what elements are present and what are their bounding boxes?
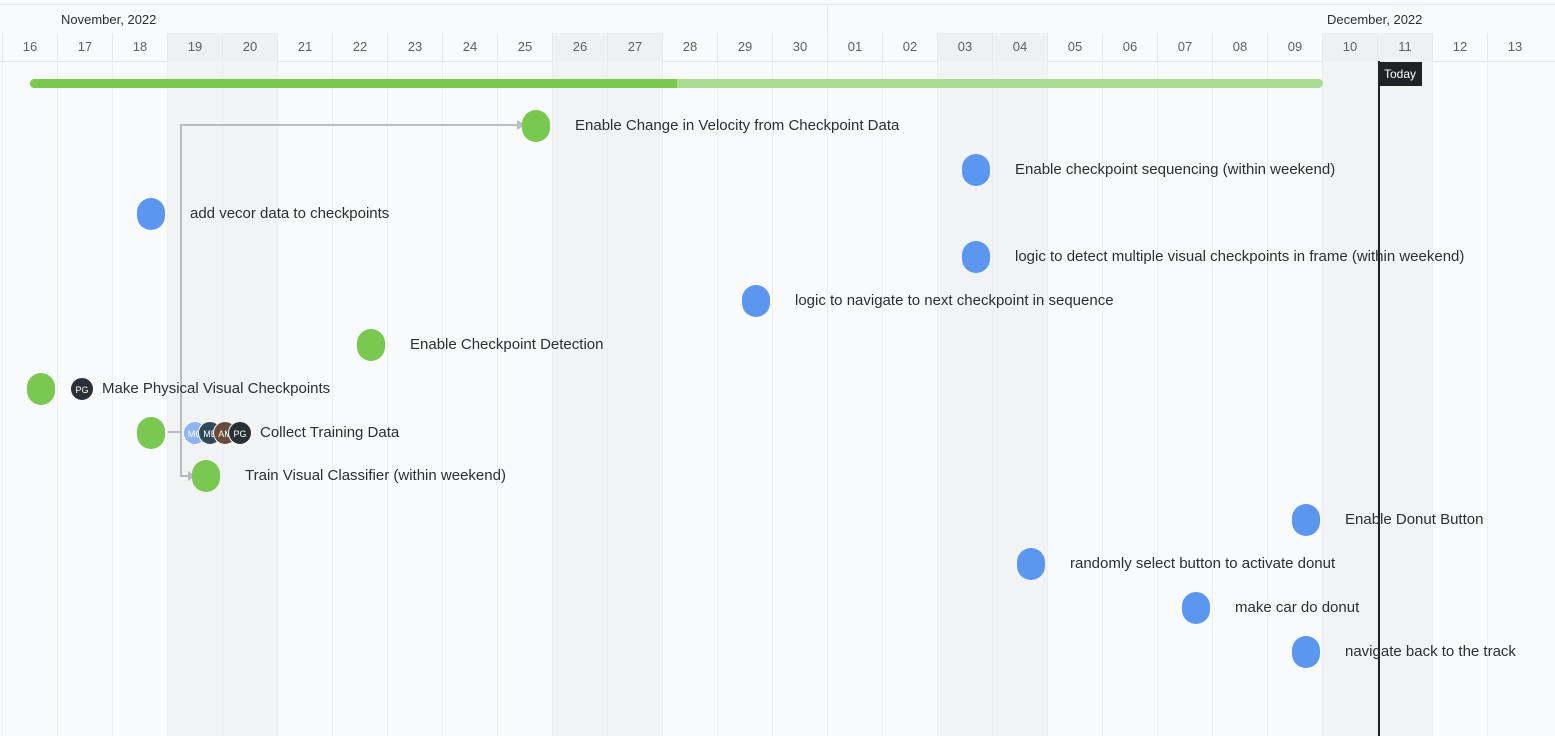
grid-column — [222, 61, 277, 736]
grid-column — [387, 61, 442, 736]
dependency-line — [180, 475, 188, 477]
task-label[interactable]: add vecor data to checkpoints — [190, 205, 390, 222]
task-label[interactable]: logic to detect multiple visual checkpoi… — [1015, 248, 1465, 265]
task-milestone[interactable] — [1292, 636, 1320, 668]
day-cell: 17 — [57, 33, 112, 61]
dependency-arrowhead — [517, 120, 525, 130]
grid-column — [112, 61, 167, 736]
day-cell: 30 — [772, 33, 827, 61]
task-milestone[interactable] — [962, 154, 990, 186]
grid-column — [717, 61, 772, 736]
day-cell: 10 — [1322, 33, 1377, 61]
grid-column — [1267, 61, 1322, 736]
task-label[interactable]: Enable Checkpoint Detection — [410, 336, 604, 353]
grid-column — [1212, 61, 1267, 736]
grid-column — [552, 61, 607, 736]
day-cell: 20 — [222, 33, 277, 61]
day-cell: 13 — [1487, 33, 1542, 61]
day-cell: 21 — [277, 33, 332, 61]
dependency-line — [180, 124, 182, 477]
day-cell: 25 — [497, 33, 552, 61]
task-label[interactable]: logic to navigate to next checkpoint in … — [795, 292, 1114, 309]
day-cell: 03 — [937, 33, 992, 61]
grid-column — [1102, 61, 1157, 736]
task-label[interactable]: randomly select button to activate donut — [1070, 555, 1336, 572]
grid-column — [1047, 61, 1102, 736]
grid-column — [1432, 61, 1487, 736]
day-cell: 28 — [662, 33, 717, 61]
task-label[interactable]: Make Physical Visual Checkpoints — [102, 380, 331, 397]
grid-column — [497, 61, 552, 736]
task-milestone[interactable] — [192, 460, 220, 492]
day-cell: 26 — [552, 33, 607, 61]
task-milestone[interactable] — [357, 329, 385, 361]
day-cell: 18 — [112, 33, 167, 61]
day-cell: 19 — [167, 33, 222, 61]
day-cell: 29 — [717, 33, 772, 61]
project-progress-bar[interactable] — [30, 79, 1323, 88]
assignee-avatar[interactable]: PG — [228, 421, 252, 445]
task-milestone[interactable] — [742, 285, 770, 317]
grid-column — [442, 61, 497, 736]
assignee-avatar[interactable]: PG — [70, 377, 94, 401]
grid-column — [167, 61, 222, 736]
task-label[interactable]: navigate back to the track — [1345, 643, 1516, 660]
task-label[interactable]: Enable checkpoint sequencing (within wee… — [1015, 161, 1336, 178]
day-cell: 02 — [882, 33, 937, 61]
grid-column — [827, 61, 882, 736]
grid-column — [607, 61, 662, 736]
grid-column — [57, 61, 112, 736]
task-milestone[interactable] — [1182, 592, 1210, 624]
task-milestone[interactable] — [137, 417, 165, 449]
day-cell: 22 — [332, 33, 387, 61]
day-cell: 01 — [827, 33, 882, 61]
task-milestone[interactable] — [27, 373, 55, 405]
day-cell: 12 — [1432, 33, 1487, 61]
dependency-line — [180, 124, 518, 126]
grid-column — [332, 61, 387, 736]
day-cell: 06 — [1102, 33, 1157, 61]
day-cell: 07 — [1157, 33, 1212, 61]
day-cell: 05 — [1047, 33, 1102, 61]
grid-column — [2, 61, 57, 736]
day-cell: 27 — [607, 33, 662, 61]
task-milestone[interactable] — [1017, 548, 1045, 580]
month-divider — [827, 5, 828, 33]
project-progress-fill — [30, 79, 677, 88]
month-header: November, 2022 December, 2022 — [0, 4, 1555, 34]
day-cell: 24 — [442, 33, 497, 61]
task-milestone[interactable] — [962, 241, 990, 273]
grid-column — [1322, 61, 1377, 736]
grid-column — [772, 61, 827, 736]
task-milestone[interactable] — [137, 198, 165, 230]
grid-column — [662, 61, 717, 736]
task-label[interactable]: Enable Change in Velocity from Checkpoin… — [575, 117, 900, 134]
today-marker-line — [1378, 61, 1380, 736]
grid-column — [1487, 61, 1542, 736]
today-badge: Today — [1378, 62, 1422, 86]
day-cell: 09 — [1267, 33, 1322, 61]
grid-column — [882, 61, 937, 736]
grid-column — [1157, 61, 1212, 736]
month-label-december: December, 2022 — [1327, 12, 1423, 27]
task-label[interactable]: Enable Donut Button — [1345, 511, 1484, 528]
day-cell: 04 — [992, 33, 1047, 61]
task-label[interactable]: Collect Training Data — [260, 424, 400, 441]
task-milestone[interactable] — [522, 110, 550, 142]
day-cell: 11 — [1377, 33, 1432, 61]
grid-column — [1377, 61, 1432, 736]
day-cell: 23 — [387, 33, 442, 61]
dependency-line — [168, 431, 182, 433]
task-label[interactable]: Train Visual Classifier (within weekend) — [245, 467, 506, 484]
task-milestone[interactable] — [1292, 504, 1320, 536]
month-label-november: November, 2022 — [61, 12, 157, 27]
day-cell: 16 — [2, 33, 57, 61]
grid-column — [277, 61, 332, 736]
grid-column — [992, 61, 1047, 736]
task-label[interactable]: make car do donut — [1235, 599, 1360, 616]
day-cell: 08 — [1212, 33, 1267, 61]
